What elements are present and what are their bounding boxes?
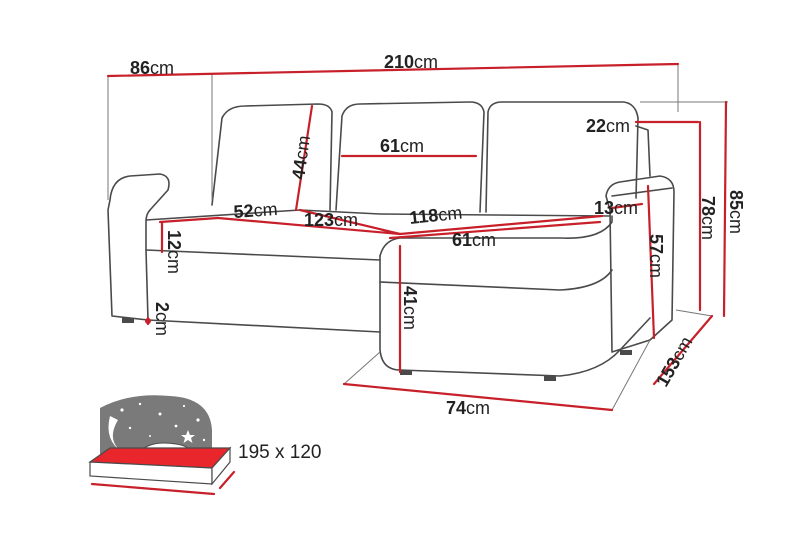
overall-width-label: 210cm <box>384 52 438 72</box>
armrest-width-label: 13cm <box>594 198 638 218</box>
seat-height-label: 41cm <box>400 286 420 330</box>
reference-lines <box>107 64 728 411</box>
chaise-length-label: 118cm <box>408 203 463 228</box>
total-height-label: 85cm <box>726 190 746 234</box>
back-cushion-height-label: 44cm <box>288 134 314 180</box>
night-sky-icon <box>100 395 212 460</box>
seat-thickness-label: 12cm <box>164 230 184 274</box>
stars-icon <box>110 402 206 443</box>
back-cushion-width-label: 61cm <box>380 136 424 156</box>
bed-function-icon <box>88 395 236 496</box>
bed-size-label: 195 x 120 <box>238 442 321 463</box>
leg-height-label: 2cm <box>152 302 172 336</box>
back-height-label: 78cm <box>698 196 718 240</box>
overall-depth-label: 86cm <box>130 58 174 78</box>
sofa-outline <box>107 101 675 381</box>
armrest-height-label: 57cm <box>646 234 666 278</box>
chaise-width-label: 61cm <box>452 230 496 250</box>
moon-icon <box>108 416 122 452</box>
dimension-labels: 86cm 210cm 44cm 61cm 22cm 52cm 123cm 118… <box>130 52 746 418</box>
dimension-lines <box>106 62 728 412</box>
seat-depth-label: 52cm <box>233 199 278 222</box>
seat-width-label: 123cm <box>304 210 358 230</box>
mattress-side <box>211 446 231 486</box>
chaise-front-label: 74cm <box>446 398 490 418</box>
armrest-top-label: 22cm <box>586 116 630 136</box>
chaise-depth-label: 153cm <box>652 333 696 390</box>
